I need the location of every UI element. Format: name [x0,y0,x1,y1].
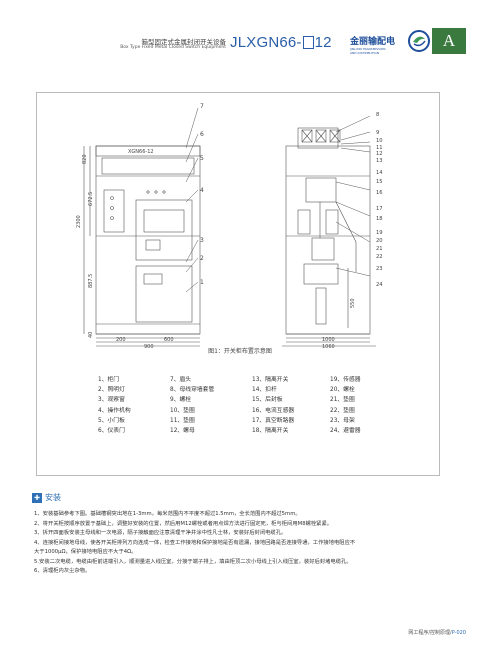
dim-900: 900 [144,344,154,348]
callout-3: 3 [200,237,204,244]
callout-18: 18 [376,216,383,222]
callout-23: 23 [376,266,383,272]
front-cabinet-label: XGN66-12 [128,149,154,155]
legend-column-3: 13、隔离开关 14、扣杆 15、后封板 16、电流互感器 17、真空断路器 1… [252,374,294,435]
callout-24: 24 [376,282,383,288]
callout-20: 20 [376,238,383,244]
brand-logo-icon [408,30,430,52]
legend-item: 11、垫圈 [170,417,195,424]
figure-caption: 图1：开关柜布置示意图 [208,348,272,355]
install-step: 3、拆开四面板安装主母线和一次电源，隔子接触面应注意清理干净并涂中性凡士林，安装… [34,530,287,536]
callout-21: 21 [376,246,383,252]
dim-2300: 2300 [76,215,82,228]
model-prefix: JLXGN66- [230,34,302,51]
dim-550: 550 [350,298,356,308]
legend-item: 2、照明灯 [98,387,125,394]
legend-item: 3、观察窗 [98,397,125,404]
legend-item: 17、真空断路器 [252,417,295,424]
install-steps: 1、安装基础参考下图。基础槽钢突出地在1-3mm，每米范围内不平度不超过1.5m… [34,510,454,577]
legend-item: 6、仪表门 [98,427,125,434]
dim-1000: 1000 [322,337,335,343]
legend-item: 4、操作机构 [98,407,131,414]
legend-column-4: 19、传感器 20、螺栓 21、垫圈 22、垫圈 23、母架 24、避雷器 [330,374,361,435]
install-step: 2、将开关柜按顺序放置于基础上，调整好安装的位置，然后用M12螺栓或者用点焊方法… [34,520,333,527]
dim-820: 820 [82,154,88,164]
brand-name: 金丽输配电 JINLIXIN TRANSMISSION AND DISTRIBU… [350,34,406,55]
callout-1: 1 [200,279,204,286]
callout-2: 2 [200,255,204,262]
page-number: P-020 [451,630,466,636]
legend-item: 10、垫圈 [170,407,195,414]
install-step: 1、安装基础参考下图。基础槽钢突出地在1-3mm，每米范围内不平度不超过1.5m… [34,511,301,517]
busbar-bushing [297,127,339,149]
legend-item: 12、螺母 [170,427,195,434]
legend-item: 13、隔离开关 [252,377,289,383]
callout-9: 9 [376,130,379,136]
callout-14: 14 [376,170,383,176]
callout-4: 4 [200,187,204,194]
dim-672-5: 672.5 [88,192,94,206]
brand-name-en-2: AND DISTRIBUTION [350,51,380,55]
switchgear-drawing: XGN66-12 820 672.5 2300 887.5 40 200 600… [76,103,383,348]
brand-name-en-1: JINLIXIN TRANSMISSION [350,47,386,51]
legend-item: 8、母线穿墙套管 [170,387,215,394]
legend-item: 1、柜门 [98,377,120,383]
dim-200: 200 [116,337,126,343]
brand-name-cn: 金丽输配电 [350,37,396,47]
side-cabinet-outline [285,145,371,335]
legend-item: 7、眉头 [170,377,192,383]
dim-887-5: 887.5 [88,274,94,288]
callout-19: 19 [376,230,383,236]
install-step: 6、清理柜内灰尘杂物。 [34,568,91,574]
legend-item: 24、避雷器 [330,427,361,434]
install-step: 5.安装二次电缆，电缆由柜前进端引入，顺测量进入线压室，分接于端子排上，填由柜顶… [34,558,352,565]
legend-item: 15、后封板 [252,397,283,404]
model-number: JLXGN66- 12 [230,34,332,51]
operating-mechanism-panel [103,189,125,233]
legend-item: 20、螺栓 [330,387,355,394]
legend-item: 22、垫圈 [330,407,355,414]
header-title-cn: 箱型固定式金属封闭开关设备 [141,38,227,46]
model-box-icon [302,36,314,49]
legend-item: 21、垫圈 [330,397,355,404]
front-cabinet-top-band [95,145,201,157]
callout-5: 5 [200,155,204,162]
callout-13: 13 [376,158,383,164]
callout-8: 8 [376,112,379,118]
small-door-panel [135,199,193,261]
dim-600: 600 [164,337,174,343]
callout-10: 10 [376,138,383,144]
callout-15: 15 [376,179,383,185]
dim-40: 40 [88,332,94,338]
footer-text: 网工程序/控制原理/ [408,630,452,636]
install-step: 4、连接柜间接地母线，使各开关柜排列方向连成一体，检查工作接地和保护接地是否有遗… [34,539,356,546]
section-marker-icon: ✚ [32,493,42,503]
legend-item: 5、小门板 [98,417,125,424]
callout-11: 11 [376,145,383,151]
page-footer: 网工程序/控制原理/P-020 [340,629,466,636]
legend-column-2: 7、眉头 8、母线穿墙套管 9、螺栓 10、垫圈 11、垫圈 12、螺母 [170,374,214,435]
drawing-frame [36,92,440,476]
legend-item: 14、扣杆 [252,387,277,394]
legend-item: 19、传感器 [330,377,361,383]
legend-item: 23、母架 [330,417,355,424]
callout-12: 12 [376,151,383,157]
dim-1060: 1060 [322,344,335,348]
callout-16: 16 [376,190,383,196]
callout-6: 6 [200,131,204,138]
legend-item: 9、螺栓 [170,397,192,404]
install-step: 大于1000μΩ，保护接地电阻应不大于4Ω。 [34,549,137,555]
callout-17: 17 [376,206,383,212]
model-suffix: 12 [314,34,332,51]
install-title: 安装 [45,493,61,502]
legend-item: 16、电流互感器 [252,407,295,414]
callout-22: 22 [376,254,383,260]
legend-column-1: 1、柜门 2、照明灯 3、观察窗 4、操作机构 5、小门板 6、仪表门 [98,374,131,435]
callout-7: 7 [200,103,204,110]
legend-item: 18、隔离开关 [252,427,289,434]
header-title-en: Box Type Fixed Metal Closed Switch Equip… [120,45,226,50]
page-header: 箱型固定式金属封闭开关设备 Box Type Fixed Metal Close… [0,0,480,60]
section-tab: A [432,28,466,54]
